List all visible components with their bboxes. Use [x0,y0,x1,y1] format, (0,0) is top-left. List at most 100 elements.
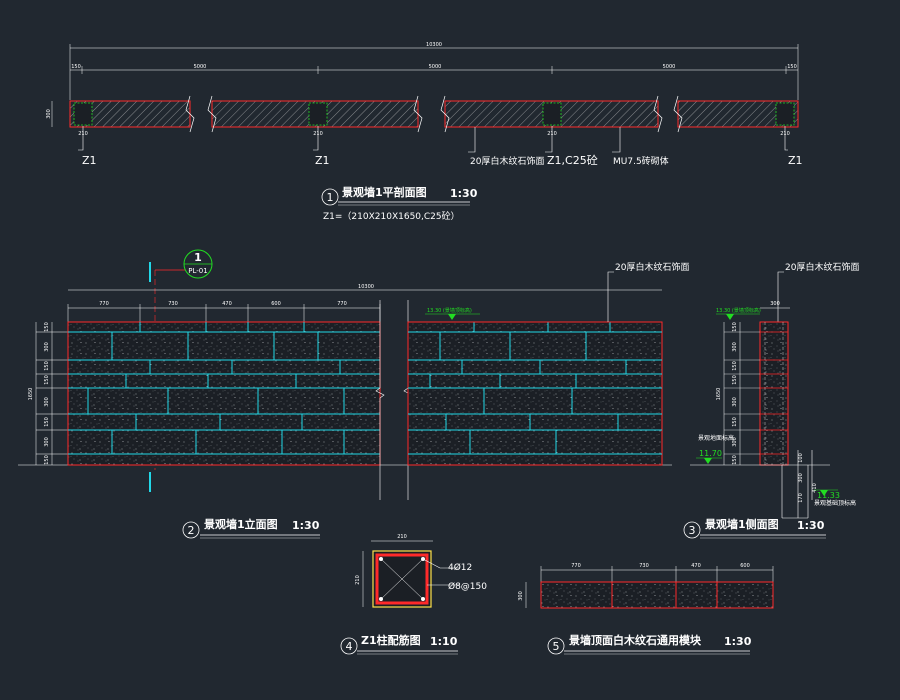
plan-label-masonry: MU7.5砖砌体 [613,155,669,167]
elev-top-dim: 470 [222,301,232,307]
elev-stone-label: 20厚白木纹石饰面 [615,261,689,273]
plan-column-dims: 210 210 210 210 [78,131,790,137]
elev-course-dim: 300 [44,437,50,447]
side-ground-elev: 11.70 [699,449,722,458]
elevation-wall-left [67,321,381,466]
plan-seg-dim: 150 [787,64,797,70]
elev-top-marker: 13.30 (景墙顶标高) [425,307,480,320]
plan-label-z1: Z1 [82,154,97,167]
elev-top-dim: 770 [337,301,347,307]
plan-seg-dim: 5000 [429,64,442,70]
column-stirrup: Ø8@150 [448,581,487,592]
plan-title-number: 1 [327,191,334,204]
side-title-block: 3 景观墙1侧面图 1:30 [683,517,826,539]
plan-seg-dim: 5000 [663,64,676,70]
side-course-dim: 150 [732,455,738,465]
side-height-dim: 1650 [716,388,722,401]
side-title-number: 3 [689,524,696,537]
elev-course-dim: 150 [44,417,50,427]
side-scale: 1:30 [797,519,825,532]
elev-course-dim: 150 [44,375,50,385]
elev-course-dim: 300 [44,342,50,352]
column-scale: 1:10 [430,635,458,648]
capstone-title-number: 5 [553,640,560,653]
elev-top-dim: 770 [99,301,109,307]
plan-seg-dim: 5000 [194,64,207,70]
capstone-scale: 1:30 [724,635,752,648]
elev-height-dim: 1650 [28,388,34,401]
side-elev-top-label: 13.30 (景墙顶标高) [716,307,761,314]
side-ground-label: 景观地面标高 [698,434,734,442]
plan-overall-dimension: 10300 [69,42,799,100]
elevation-view: 1 PL-01 10300 770 730 470 600 770 1650 1… [18,249,689,539]
plan-segment-dimensions: 150 5000 5000 5000 150 [70,64,798,74]
column-main-rebar: 4Ø12 [448,562,472,573]
side-course-dim: 300 [732,397,738,407]
side-foundation [781,450,813,519]
elev-course-dim: 150 [44,322,50,332]
capstone-dim: 600 [740,563,750,569]
side-top-dim: 300 [770,301,780,307]
plan-section-view: 10300 150 5000 5000 5000 150 300 [46,42,803,222]
plan-label-stone-face: 20厚白木纹石饰面 [470,155,544,167]
capstone-title: 景墙顶面白木纹石通用模块 [568,633,702,647]
side-ground2-elev: 11.33 [817,491,840,500]
elev-title-block: 2 景观墙1立面图 1:30 [182,517,320,539]
side-course-dim: 150 [732,361,738,371]
elev-course-dims: 150 300 150 150 300 150 300 150 [44,322,50,465]
elev-top-label: 13.30 (景墙顶标高) [427,307,472,314]
column-title-number: 4 [346,640,353,653]
capstone-dim: 730 [639,563,649,569]
side-base-dim: 410 [812,483,818,493]
side-course-dim: 150 [732,322,738,332]
plan-columns [73,102,795,126]
column-rebar-view: 210 210 4Ø12 Ø8@150 4 Z1柱配筋图 1:10 [340,534,487,655]
plan-note: Z1=（210X210X1650,C25砼） [323,210,460,222]
side-base-dim: 300 [798,473,804,483]
plan-seg-dim: 150 [71,64,81,70]
plan-leaders [78,126,788,153]
side-elev-top-marker: 13.30 (景墙顶标高) [716,307,761,320]
plan-title-block: 1 景观墙1平剖面图 1:30 Z1=（210X210X1650,C25砼） [321,185,478,222]
side-course-dim: 300 [732,342,738,352]
elev-course-dim: 300 [44,397,50,407]
elev-course-dim: 150 [44,361,50,371]
column-title: Z1柱配筋图 [361,633,421,647]
side-base-dim: 100 [798,453,804,463]
plan-height-dim: 300 [46,109,52,119]
side-title: 景观墙1侧面图 [704,517,779,531]
column-title-block: 4 Z1柱配筋图 1:10 [340,633,458,655]
plan-scale: 1:30 [450,187,478,200]
side-view: 20厚白木纹石饰面 300 13.30 (景墙顶标高) 1650 150 300… [683,261,859,539]
column-height-dim: 210 [355,575,361,585]
elevation-wall-right [407,321,663,466]
plan-title: 景观墙1平剖面图 [341,185,427,199]
side-course-dim: 300 [732,437,738,447]
elev-course-dim: 150 [44,455,50,465]
elev-top-dim: 730 [168,301,178,307]
column-width-dim: 210 [397,534,407,540]
elev-top-dim: 600 [271,301,281,307]
side-course-dim: 150 [732,375,738,385]
elev-title-number: 2 [188,524,195,537]
capstone-view: 770 730 470 600 300 5 景墙顶面白木纹石通用模块 1:30 [518,563,774,655]
elev-scale: 1:30 [292,519,320,532]
elev-overall-dim: 10300 [358,284,374,290]
capstone-dim: 470 [691,563,701,569]
plan-wall-pieces [69,95,799,133]
section-marker-number: 1 [194,251,202,264]
plan-label-z1: Z1 [788,154,803,167]
side-course-dim: 150 [732,417,738,427]
section-marker-ref: PL-01 [188,267,207,275]
capstone-dim: 770 [571,563,581,569]
side-base-dim: 170 [798,493,804,503]
capstone-title-block: 5 景墙顶面白木纹石通用模块 1:30 [547,633,752,655]
side-ground2-label: 景观基础顶标高 [814,499,856,507]
plan-label-z1-c25: Z1,C25砼 [547,154,598,167]
elev-title: 景观墙1立面图 [203,517,278,531]
plan-overall-dim-text: 10300 [426,42,442,48]
side-stone-label: 20厚白木纹石饰面 [785,261,859,273]
capstone-height-dim: 300 [518,591,524,601]
plan-label-z1: Z1 [315,154,330,167]
